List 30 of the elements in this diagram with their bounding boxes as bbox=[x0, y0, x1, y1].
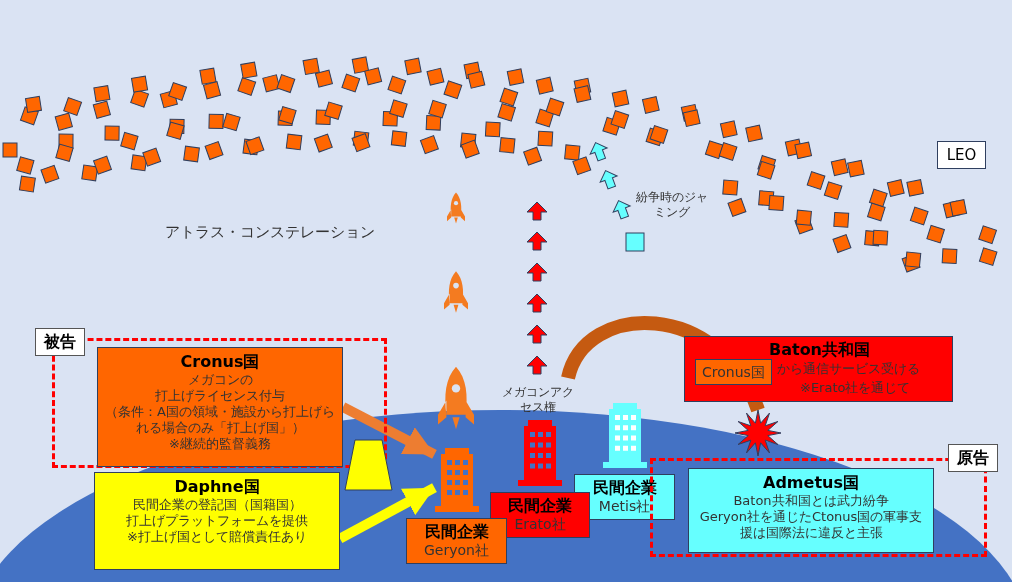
country-box bbox=[688, 468, 934, 553]
country-tag: Cronus国 bbox=[695, 359, 772, 385]
orbit-label-box: LEO bbox=[937, 141, 986, 169]
box-text: から通信サービス受ける bbox=[777, 361, 921, 377]
box-text: Baton共和国とは武力紛争 bbox=[732, 493, 890, 509]
box-title: Admetus国 bbox=[762, 473, 860, 493]
country-box bbox=[94, 472, 340, 570]
box-text: Erato社 bbox=[513, 516, 567, 532]
box-title: Cronus国 bbox=[179, 352, 261, 372]
box-text: Metis社 bbox=[597, 498, 652, 514]
annotation-text: 紛争時のジャミング bbox=[636, 190, 708, 220]
box-text: ※継続的監督義務 bbox=[168, 436, 272, 452]
box-text: Geryon社 bbox=[423, 542, 490, 558]
box-text: ※Erato社を通じて bbox=[800, 380, 912, 396]
box-title: 民間企業 bbox=[423, 522, 490, 542]
box-text: 打上げライセンス付与 bbox=[154, 388, 286, 404]
box-title: Daphne国 bbox=[173, 477, 261, 497]
group-tag: 被告 bbox=[35, 328, 85, 356]
annotation-text: アトラス・コンステレーション bbox=[165, 222, 376, 242]
box-text: ※打上げ国として賠償責任あり bbox=[126, 529, 308, 545]
box-title: Baton共和国 bbox=[768, 340, 871, 360]
box-title: 民間企業 bbox=[507, 496, 573, 516]
box-text: メガコンの bbox=[186, 372, 254, 388]
box-text: 打上げプラットフォームを提供 bbox=[125, 513, 309, 529]
box-text: （条件：A国の領域・施設から打上げられる場合のみ「打上げ国」） bbox=[104, 404, 336, 436]
box-text: Geryon社を通じたCtonus国の軍事支援は国際法に違反と主張 bbox=[698, 509, 924, 541]
country-box bbox=[97, 347, 343, 467]
country-box bbox=[684, 336, 953, 402]
group-tag: 原告 bbox=[948, 444, 998, 472]
box-text: 民間企業の登記国（国籍国） bbox=[131, 497, 303, 513]
